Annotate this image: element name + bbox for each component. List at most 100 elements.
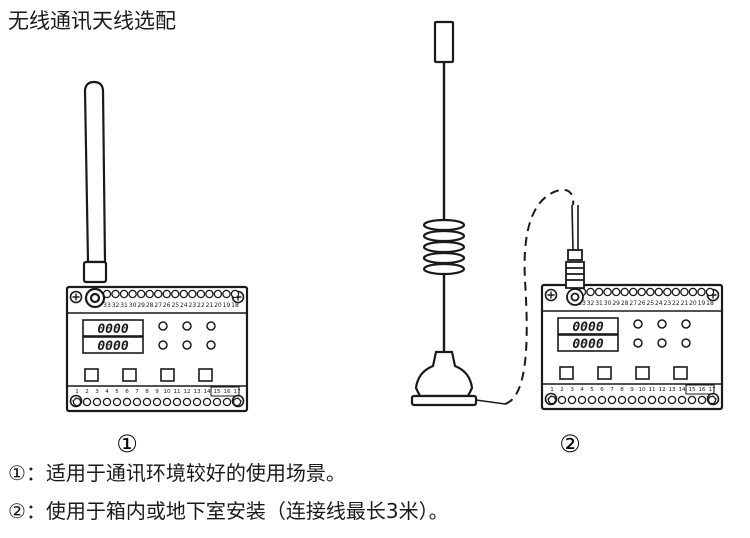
terminal-screw xyxy=(172,397,182,407)
terminal-screw xyxy=(132,397,142,407)
indicator-led xyxy=(657,338,667,348)
indicator-led xyxy=(206,340,216,350)
bottom-terminal-label: 13 xyxy=(668,387,676,393)
bottom-terminal-label: 15 xyxy=(213,389,221,395)
terminal-screw xyxy=(620,287,629,297)
terminal-screw xyxy=(567,395,577,405)
front-panel-button xyxy=(198,368,213,382)
terminal-screw xyxy=(663,287,672,297)
top-terminal-label: 31 xyxy=(595,300,603,307)
terminal-screw xyxy=(119,289,129,299)
terminal-screw xyxy=(128,289,137,299)
top-terminal-label: 21 xyxy=(681,300,689,307)
terminal-screw xyxy=(179,289,189,299)
top-terminal-label: 23 xyxy=(664,300,672,307)
indicator-led xyxy=(681,338,691,348)
terminal-screw xyxy=(112,397,122,407)
terminal-screw xyxy=(627,395,637,405)
top-terminal-label: 28 xyxy=(146,302,154,309)
top-terminal-label: 18 xyxy=(231,302,239,309)
terminal-screw xyxy=(603,287,612,297)
top-terminal-label: 21 xyxy=(206,302,214,309)
front-panel-button xyxy=(84,368,99,382)
bottom-terminal-label: 8 xyxy=(145,389,149,395)
bottom-terminal-label: 6 xyxy=(600,387,604,393)
terminal-screw xyxy=(213,289,223,299)
indicator-led xyxy=(657,319,667,329)
terminal-screw xyxy=(637,287,646,297)
terminal-screw xyxy=(597,395,607,405)
whip-antenna-base xyxy=(82,260,108,284)
terminal-screw xyxy=(705,287,715,297)
option-2-description: ：使用于箱内或地下室安装（连接线最长3米）。 xyxy=(25,499,449,523)
front-panel-button xyxy=(673,366,688,380)
option-1-caption: ①：适用于通讯环境较好的使用场景。 xyxy=(8,458,346,488)
terminal-group-box xyxy=(685,384,715,395)
bottom-terminal-label: 11 xyxy=(173,389,181,395)
terminal-screw xyxy=(182,397,192,407)
bottom-terminal-label: 2 xyxy=(560,387,564,393)
top-terminal-label: 29 xyxy=(137,302,145,309)
bottom-terminal-label: 1 xyxy=(550,387,554,393)
antenna-suction-base xyxy=(414,350,474,398)
bottom-terminal-label: 17 xyxy=(233,389,241,395)
screw-slot xyxy=(547,291,555,299)
terminal-screw xyxy=(72,397,82,407)
indicator-led xyxy=(158,340,168,350)
extension-cable xyxy=(504,188,575,405)
terminal-screw xyxy=(617,395,627,405)
terminal-screw xyxy=(697,287,706,297)
terminal-screw xyxy=(587,395,597,405)
terminal-screw xyxy=(145,289,154,299)
terminal-screw xyxy=(212,397,222,407)
terminal-screw xyxy=(677,395,687,405)
segment-display xyxy=(557,334,619,352)
front-panel-button xyxy=(597,366,612,380)
antenna-tip xyxy=(433,20,455,64)
terminal-screw xyxy=(102,397,112,407)
terminal-screw xyxy=(202,397,212,407)
bottom-terminal-label: 3 xyxy=(95,389,99,395)
indicator-led xyxy=(158,321,168,331)
top-terminal-label: 24 xyxy=(180,302,188,309)
terminal-screw xyxy=(230,289,240,299)
top-terminal-label: 30 xyxy=(604,300,612,307)
bottom-terminal-label: 14 xyxy=(203,389,211,395)
top-terminal-label: 24 xyxy=(655,300,663,307)
bottom-terminal-label: 13 xyxy=(193,389,201,395)
top-terminal-label: 20 xyxy=(214,302,222,309)
top-terminal-label: 19 xyxy=(223,302,231,309)
terminal-screw xyxy=(162,397,172,407)
option-1-marker: ① xyxy=(116,430,138,458)
bottom-terminal-label: 5 xyxy=(590,387,594,393)
front-panel-button xyxy=(122,368,137,382)
bottom-terminal-label: 9 xyxy=(630,387,634,393)
terminal-screw xyxy=(687,395,697,405)
bottom-terminal-label: 10 xyxy=(638,387,646,393)
top-terminal-label: 33 xyxy=(103,302,111,309)
bottom-terminal-label: 2 xyxy=(85,389,89,395)
segment-display xyxy=(82,319,144,337)
indicator-led xyxy=(633,338,643,348)
terminal-screw xyxy=(646,287,655,297)
suction-cup-antenna xyxy=(410,20,506,407)
bottom-terminal-label: 10 xyxy=(163,389,171,395)
display-value: 0000 xyxy=(572,337,603,352)
front-panel-button xyxy=(635,366,650,380)
top-terminal-label: 20 xyxy=(689,300,697,307)
terminal-screw xyxy=(607,395,617,405)
bottom-terminal-label: 16 xyxy=(223,389,231,395)
top-terminal-label: 19 xyxy=(698,300,706,307)
bottom-terminal-label: 8 xyxy=(620,387,624,393)
top-terminal-label: 28 xyxy=(621,300,629,307)
top-terminal-label: 31 xyxy=(120,302,128,309)
antenna-cable-exit xyxy=(475,399,506,405)
bottom-terminal-label: 7 xyxy=(135,389,139,395)
bottom-terminal-label: 15 xyxy=(688,387,696,393)
antenna-coil xyxy=(422,218,466,276)
top-terminal-label: 23 xyxy=(189,302,197,309)
option-1-description: ：适用于通讯环境较好的使用场景。 xyxy=(25,461,346,485)
top-terminal-label: 22 xyxy=(672,300,680,307)
bottom-terminal-label: 4 xyxy=(105,389,109,395)
